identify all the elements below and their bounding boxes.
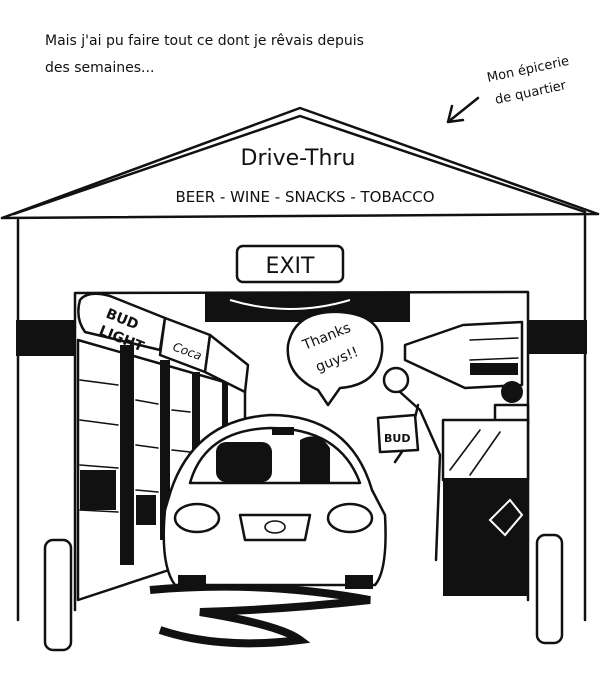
roof [0,106,600,220]
bollard-left [43,538,73,652]
speech-bubble [286,310,384,407]
shop-interior [403,320,530,596]
roof-inner [12,114,587,216]
walls [16,214,587,622]
annotation-line-2: de quartier [494,78,568,108]
car [149,413,387,648]
exit-sign [235,244,345,284]
headlight-left [173,502,221,534]
caption-line-1: Mais j'ai pu faire tout ce dont je rêvai… [45,33,364,49]
bollard-right [535,533,564,645]
caption-line-2: des semaines... [45,60,154,76]
counter [443,478,528,596]
grille [238,513,312,542]
storefront-subtitle: BEER - WINE - SNACKS - TOBACCO [175,188,434,206]
annotation: Mon épicerie de quartier [446,54,571,124]
mirror [272,427,294,435]
exit-sign-label: EXIT [266,254,315,279]
drive-thru-title: Drive-Thru [241,146,356,171]
roof-base [0,212,600,220]
awning-end [203,333,250,394]
driver [300,436,330,482]
left-band [16,320,76,356]
headlight-right [326,502,374,534]
arrow-icon [446,96,480,124]
bag-label: BUD [384,432,410,445]
clerk [376,366,442,562]
tire-marks [149,582,371,648]
ceiling-light [229,299,351,310]
seat [216,442,272,482]
right-band [527,320,587,354]
